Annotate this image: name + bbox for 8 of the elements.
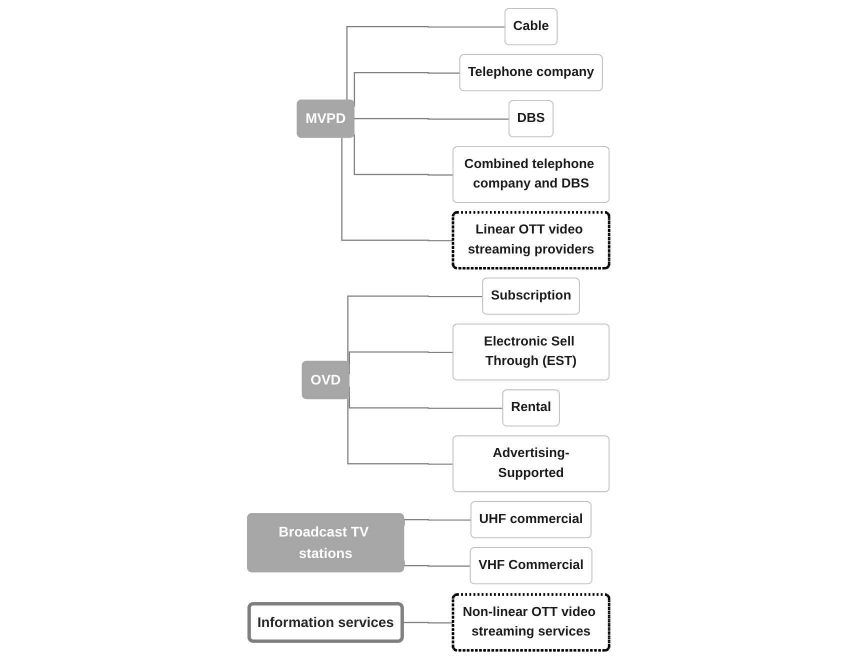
connector [346,26,506,100]
connector [354,72,460,106]
connector [354,118,510,120]
connector [347,398,454,465]
connector [341,138,454,242]
connector [402,622,454,624]
connector [347,296,484,363]
connector [354,134,454,176]
